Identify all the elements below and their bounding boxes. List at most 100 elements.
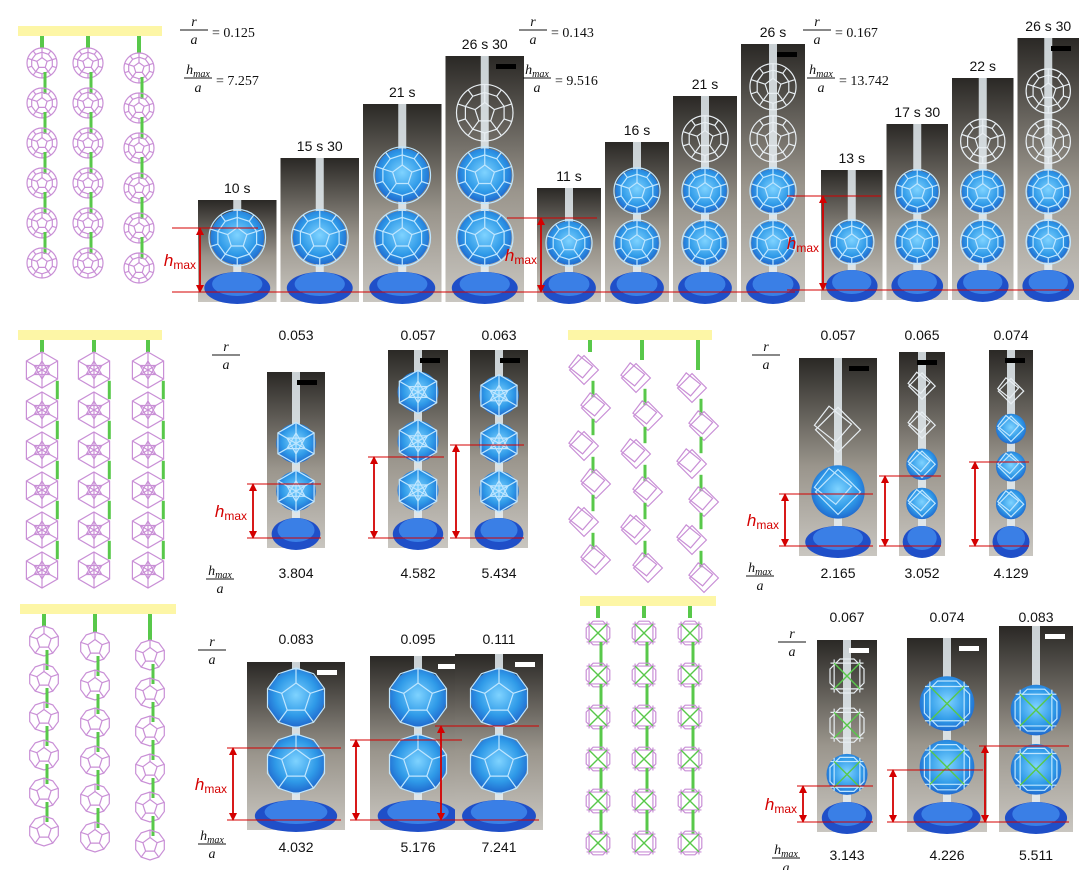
schematics-layer — [18, 26, 720, 861]
cage-edge — [553, 237, 562, 241]
cage-edge — [52, 257, 57, 261]
cage-edge — [132, 449, 149, 460]
cage-edge — [73, 185, 78, 189]
cage-edge — [494, 105, 505, 111]
fraction-denominator-a: a — [814, 33, 821, 48]
cage-edge — [93, 90, 98, 95]
cage-edge — [1057, 123, 1062, 129]
cage-edge — [759, 172, 764, 178]
cage-edge — [135, 839, 144, 844]
cage-unit — [585, 830, 611, 856]
cage-chain-2 — [620, 340, 664, 584]
cage-unit — [72, 127, 104, 159]
cage-edge — [1027, 95, 1034, 99]
cage-edge — [26, 440, 43, 451]
cage-face — [907, 410, 931, 434]
cage-edge — [457, 103, 466, 107]
cage-edge — [29, 635, 38, 640]
cage-edge — [646, 224, 651, 230]
cage-edge — [751, 91, 758, 95]
cage-strut — [833, 761, 861, 788]
hmax-over-a-value: 4.129 — [993, 565, 1028, 581]
cage-ring — [756, 69, 790, 104]
cage-edge — [836, 236, 845, 240]
photo-cage — [996, 414, 1025, 443]
cage-edge — [389, 688, 404, 694]
cage-strut — [1019, 693, 1053, 727]
cage-edge — [990, 186, 999, 190]
cage-edge — [27, 105, 32, 109]
cage-edge — [762, 93, 769, 101]
liquid-pool-highlight — [921, 802, 973, 826]
cage-edge — [143, 184, 150, 187]
cage-edge — [714, 256, 719, 262]
cage-ring — [966, 174, 999, 209]
cage-edge — [1063, 133, 1070, 137]
cage-edge — [124, 70, 129, 74]
cage-unit — [77, 351, 111, 389]
cage-edge — [576, 237, 585, 241]
cage-pentagon — [391, 226, 413, 247]
cage-unit — [131, 391, 165, 429]
cage-edge — [547, 235, 554, 239]
cage-unit — [632, 476, 664, 508]
photo-cage — [681, 167, 729, 215]
cage-pentagon — [764, 233, 782, 251]
scale-bar — [496, 64, 516, 69]
hmax-over-a-value: = 7.257 — [216, 74, 259, 89]
cage-edge — [1032, 85, 1041, 90]
fraction-numerator-r: r — [209, 635, 215, 650]
photo-cage — [829, 707, 865, 743]
cage-pentagon — [974, 233, 992, 249]
cage-edge — [470, 754, 485, 760]
cage-unit — [77, 391, 111, 429]
cage-edge — [398, 429, 419, 442]
cage-edge — [924, 236, 933, 240]
cage-edge — [32, 231, 37, 236]
cage-edge — [27, 265, 32, 269]
cage-unit — [632, 400, 664, 432]
cage-edge — [144, 175, 149, 180]
symbol-h: h — [809, 63, 816, 78]
cage-edge — [398, 380, 419, 393]
cage-edge — [714, 151, 719, 158]
cage-unit — [77, 431, 111, 469]
cage-edge — [93, 191, 98, 196]
cage-outline — [290, 208, 349, 267]
cage-edge — [782, 99, 787, 106]
cage-edge — [93, 71, 98, 76]
photo-cage — [1025, 68, 1071, 114]
cage-edge — [98, 57, 103, 61]
cage-face — [632, 400, 664, 432]
cage-edge — [1055, 135, 1064, 140]
cage-edge — [991, 123, 997, 129]
cage-edge — [961, 145, 968, 149]
cage-edge — [147, 400, 164, 411]
cage-edge — [132, 360, 149, 371]
cage-edge — [932, 234, 939, 238]
cage-edge — [1063, 246, 1070, 250]
hmax-annotation: hmax — [747, 511, 779, 532]
cage-edge — [759, 119, 764, 126]
cage-edge — [399, 709, 410, 723]
cage-unit — [677, 620, 703, 646]
cage-edge — [128, 264, 135, 267]
photo-stem — [414, 656, 422, 810]
cage-edge — [141, 72, 146, 78]
cage-edge — [144, 55, 149, 60]
cage-edge — [46, 219, 53, 222]
cage-edge — [98, 257, 103, 261]
photo-cage — [290, 208, 349, 267]
cage-edge — [220, 253, 226, 261]
cage-edge — [50, 749, 59, 754]
photo-cage — [681, 115, 729, 163]
cage-edge — [52, 65, 57, 69]
cage-pentagon — [764, 181, 782, 199]
cage-outline — [29, 777, 59, 809]
cage-edge — [132, 489, 149, 500]
cage-edge — [329, 230, 340, 236]
cage-pentagon — [82, 56, 94, 69]
cage-edge — [986, 147, 993, 155]
liquid-pool-highlight — [470, 800, 528, 824]
